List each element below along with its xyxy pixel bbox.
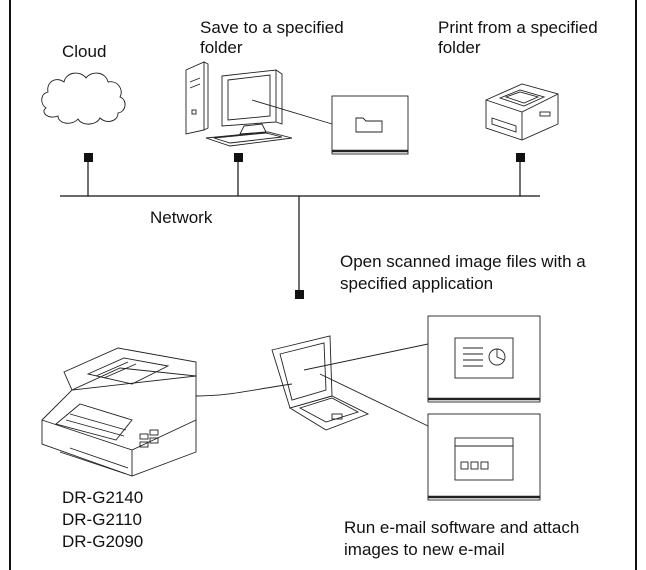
open-app-label-line2: specified application xyxy=(340,274,494,293)
save-folder-label-line2: folder xyxy=(200,38,243,57)
presentation-app-icon xyxy=(427,315,541,403)
desktop-computer-icon xyxy=(185,61,333,147)
email-window-icon xyxy=(427,413,541,501)
print-folder-label-line1: Print from a specified xyxy=(438,18,598,37)
cloud-icon xyxy=(41,72,126,125)
folder-icon xyxy=(331,95,409,155)
cloud-node xyxy=(84,153,93,162)
save-folder-label-line1: Save to a specified xyxy=(200,18,344,37)
print-folder-label-line2: folder xyxy=(438,38,481,57)
open-app-label-line1: Open scanned image files with a xyxy=(340,252,586,271)
model-label-2: DR-G2110 xyxy=(62,510,142,529)
email-label-line2: images to new e-mail xyxy=(344,540,505,559)
printer-node xyxy=(516,153,525,162)
email-label-line1: Run e-mail software and attach xyxy=(344,518,580,537)
network-label: Network xyxy=(150,208,213,227)
branch-node xyxy=(295,290,304,299)
laptop-icon xyxy=(271,335,429,431)
desktop-node xyxy=(234,153,243,162)
model-label-3: DR-G2090 xyxy=(62,532,144,551)
printer-icon xyxy=(485,83,559,141)
scanner-icon xyxy=(41,347,293,477)
cloud-label: Cloud xyxy=(62,42,107,61)
model-label-1: DR-G2140 xyxy=(62,488,144,507)
